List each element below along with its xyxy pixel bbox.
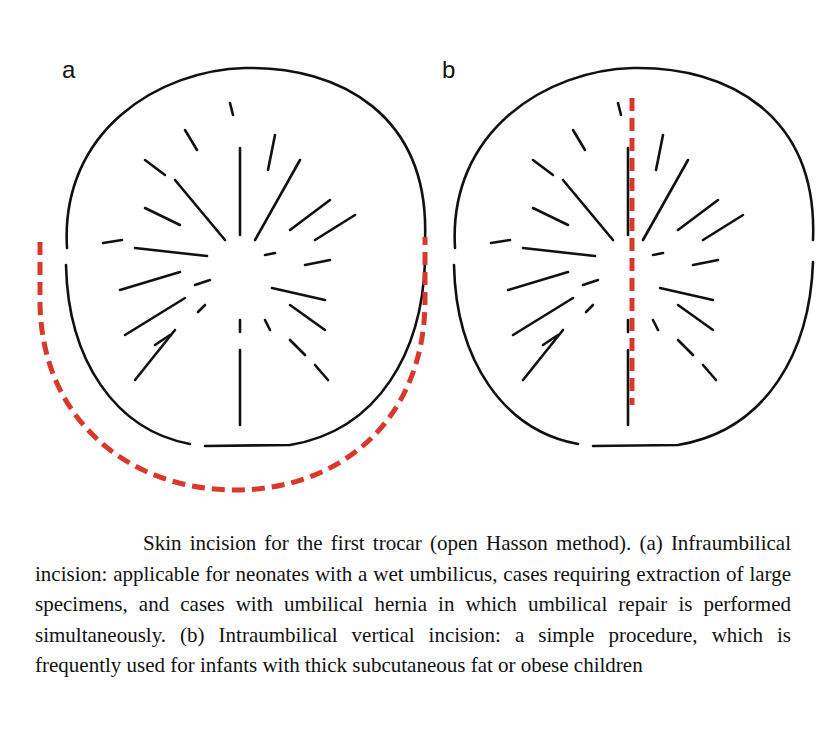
panel-letter: a [62,58,75,82]
intraumbilical-incision [630,98,635,405]
infraumbilical-incision [40,237,425,490]
figure-caption: Skin incision for the first trocar (open… [35,528,791,681]
panel-letter: b [442,58,455,82]
